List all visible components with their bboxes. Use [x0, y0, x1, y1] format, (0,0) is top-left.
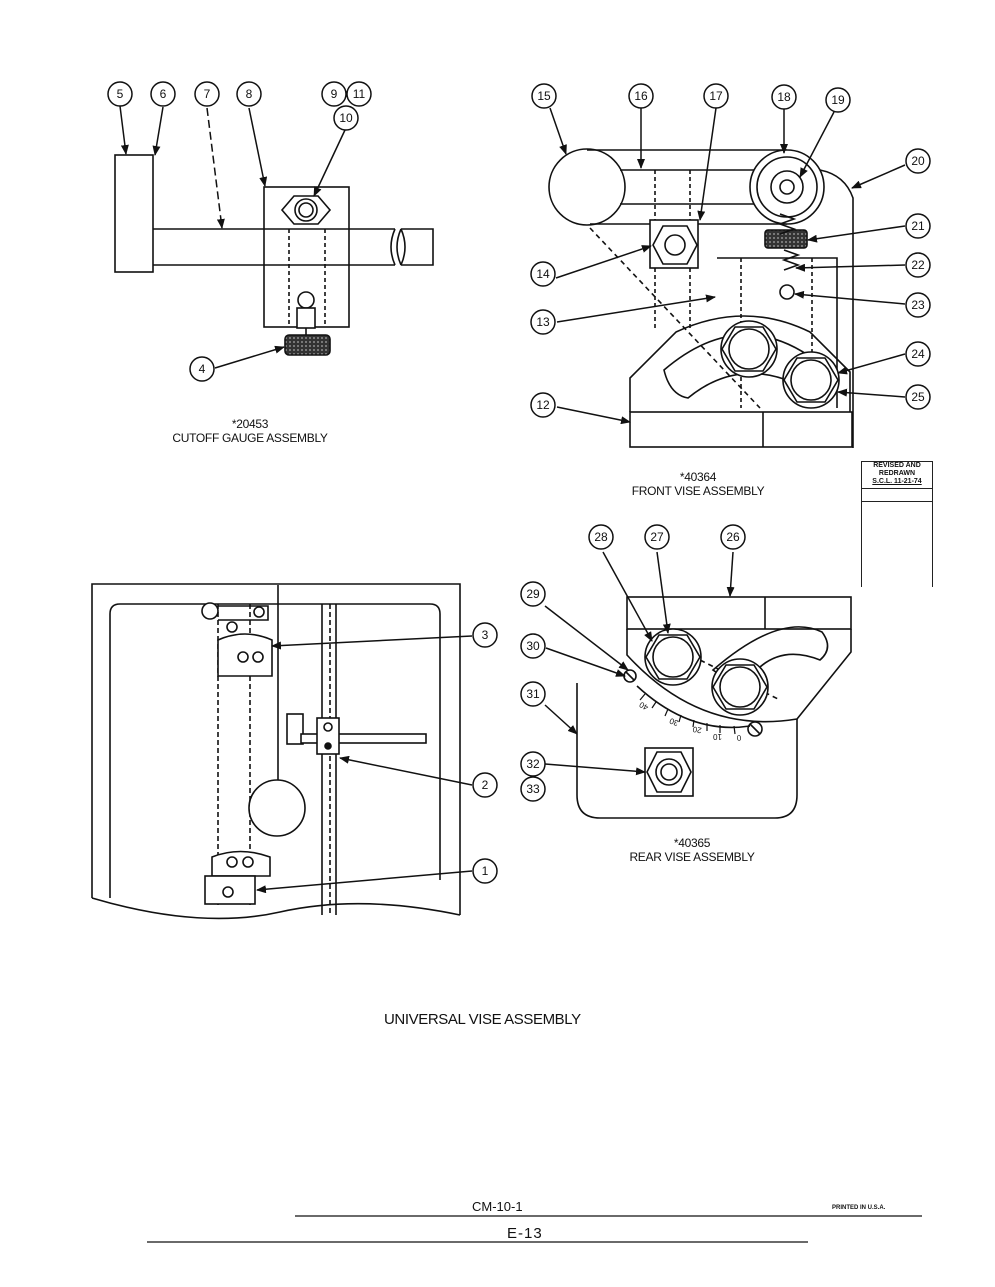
callout-9: 9: [331, 87, 338, 101]
front-vise-title: FRONT VISE ASSEMBLY: [631, 484, 765, 498]
callout-8: 8: [246, 87, 253, 101]
callout-20: 20: [911, 154, 925, 168]
callout-3: 3: [482, 628, 489, 642]
revision-stamp: REVISED AND REDRAWN S.C.L. 11-21-74: [861, 461, 933, 587]
leader-lines: [119, 105, 906, 894]
callout-31: 31: [526, 687, 540, 701]
callout-28: 28: [594, 530, 608, 544]
callout-7: 7: [204, 87, 211, 101]
scale-tick-label: 20: [691, 724, 702, 735]
callout-5: 5: [117, 87, 124, 101]
revision-line-2: REDRAWN: [878, 470, 916, 477]
callout-30: 30: [526, 639, 540, 653]
rear-vise-drawing: [576, 596, 852, 819]
callout-21: 21: [911, 219, 925, 233]
rear-vise-title: REAR VISE ASSEMBLY: [629, 850, 755, 864]
scale-tick-label: 40: [637, 700, 650, 713]
callout-13: 13: [536, 315, 550, 329]
callout-12: 12: [536, 398, 550, 412]
footer-rules: [147, 1215, 922, 1243]
cutoff-gauge-caption: *20453 CUTOFF GAUGE ASSEMBLY: [130, 417, 370, 445]
scale-tick-label: 10: [713, 732, 722, 741]
page-number: E-13: [507, 1225, 543, 1242]
callout-25: 25: [911, 390, 925, 404]
callout-24: 24: [911, 347, 925, 361]
revision-line-1: REVISED AND: [873, 462, 921, 469]
callout-26: 26: [726, 530, 740, 544]
vise-bed-drawing: [91, 583, 461, 920]
rear-vise-caption: *40365 REAR VISE ASSEMBLY: [572, 836, 812, 864]
rear-vise-part-number: *40365: [673, 836, 711, 850]
callout-numbers: 5 6 7 8 9 11 10 4 15 16 17 18 19 20 21 2…: [117, 87, 925, 878]
callout-15: 15: [537, 89, 551, 103]
callout-1: 1: [482, 864, 489, 878]
scale-tick-label: 30: [668, 716, 680, 728]
callout-2: 2: [482, 778, 489, 792]
callout-4: 4: [199, 362, 206, 376]
front-vise-part-number: *40364: [679, 470, 717, 484]
callout-11: 11: [353, 87, 366, 101]
cutoff-gauge-title: CUTOFF GAUGE ASSEMBLY: [172, 431, 328, 445]
callout-6: 6: [160, 87, 167, 101]
callout-10: 10: [339, 111, 353, 125]
callout-27: 27: [650, 530, 664, 544]
revision-line-3: S.C.L. 11-21-74: [872, 478, 922, 485]
front-vise-caption: *40364 FRONT VISE ASSEMBLY: [578, 470, 818, 498]
front-vise-drawing: [548, 148, 854, 448]
callout-29: 29: [526, 587, 540, 601]
callout-23: 23: [911, 298, 925, 312]
printed-notice: PRINTED IN U.S.A.: [832, 1205, 886, 1211]
callout-19: 19: [831, 93, 845, 107]
doc-code: CM-10-1: [472, 1199, 523, 1214]
callout-32: 32: [526, 757, 540, 771]
callout-17: 17: [709, 89, 723, 103]
cutoff-gauge-part-number: *20453: [231, 417, 269, 431]
callout-22: 22: [911, 258, 925, 272]
cutoff-gauge-drawing: [114, 154, 434, 356]
callout-33: 33: [526, 782, 540, 796]
callout-bubbles: [107, 81, 931, 884]
callout-16: 16: [634, 89, 648, 103]
main-title: UNIVERSAL VISE ASSEMBLY: [384, 1011, 581, 1028]
scale-tick-label: 0: [736, 733, 742, 742]
callout-18: 18: [777, 90, 791, 104]
callout-14: 14: [536, 267, 550, 281]
